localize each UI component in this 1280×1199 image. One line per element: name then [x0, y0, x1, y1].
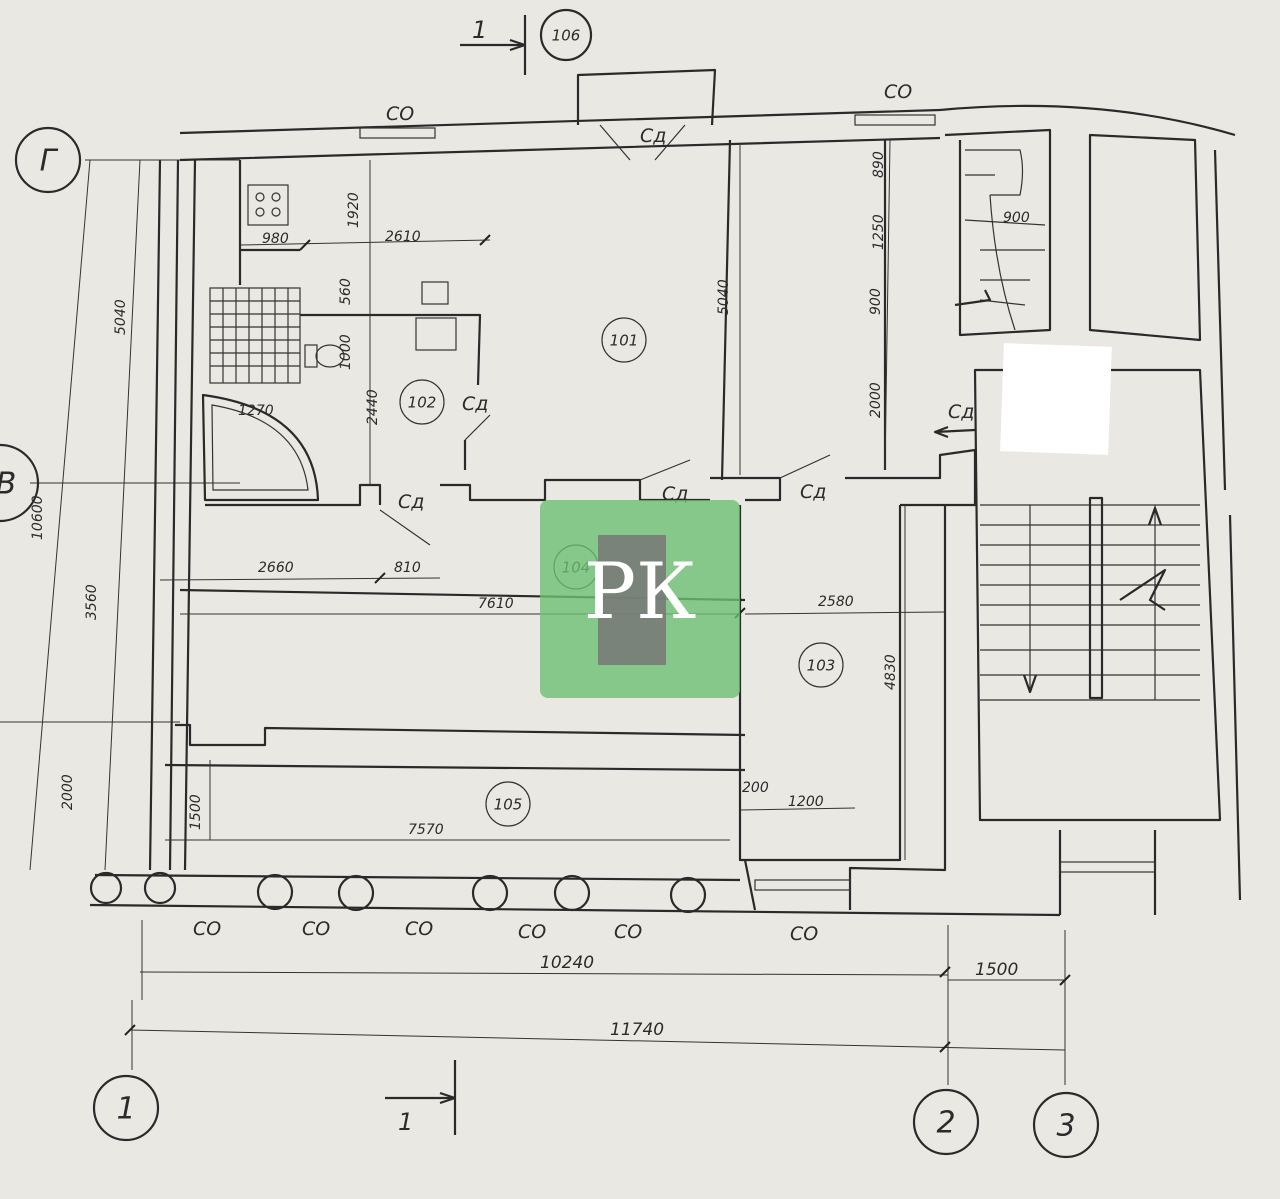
bathtub-icon [201, 393, 320, 502]
dim-2440: 2440 [365, 389, 381, 425]
dim-1200: 1200 [788, 794, 824, 810]
door-label: Сд [398, 491, 424, 513]
dim-900-a: 900 [868, 288, 884, 315]
fixtures [89, 68, 1200, 914]
dim-560: 560 [338, 278, 354, 305]
toilet-icon [304, 344, 345, 368]
window-label: СО [884, 81, 912, 103]
dim-11740: 11740 [610, 1020, 664, 1040]
axis-label-g: Г [40, 144, 59, 179]
axis-label-3: 3 [1056, 1109, 1075, 1144]
dim-1500-right: 1500 [975, 960, 1018, 980]
redaction-square [1000, 343, 1112, 455]
spiral-stair-icon [954, 149, 1046, 331]
dim-810: 810 [394, 560, 421, 576]
dimension-labels: 980 1920 2610 560 1000 2440 1270 5040 50… [30, 151, 1030, 1040]
axis-label-2: 2 [936, 1106, 955, 1141]
window-label: СО [386, 103, 414, 125]
door-label: Сд [662, 483, 688, 505]
dim-7610: 7610 [478, 596, 514, 612]
dim-7570: 7570 [408, 822, 444, 838]
dim-1920: 1920 [346, 192, 362, 228]
staircase-icon [980, 496, 1200, 701]
dim-4830: 4830 [883, 654, 899, 690]
window-label: СО [518, 921, 546, 943]
axis-label-v: В [0, 467, 16, 502]
sink-icon [415, 281, 457, 351]
shower-tile-icon [209, 287, 301, 384]
dim-980: 980 [262, 231, 289, 247]
stove-icon [247, 184, 289, 226]
window-label: СО [790, 923, 818, 945]
dim-900-b: 900 [1003, 210, 1030, 226]
watermark-logo: РК [540, 500, 740, 698]
room-label-106: 106 [552, 27, 581, 45]
room-label-105: 105 [494, 796, 523, 814]
door-swings [379, 124, 976, 546]
dim-5040-mid: 5040 [716, 279, 732, 315]
dim-1270: 1270 [238, 403, 274, 419]
dim-2580: 2580 [818, 594, 854, 610]
window-label: СО [614, 921, 642, 943]
axis-label-1: 1 [116, 1092, 135, 1127]
door-label: Сд [462, 393, 488, 415]
watermark-text: РК [584, 547, 697, 637]
door-labels: Сд Сд Сд Сд Сд Сд [398, 125, 974, 513]
axis-bubbles [0, 8, 1100, 1159]
door-label: Сд [948, 401, 974, 423]
dim-2000-a: 2000 [868, 382, 884, 418]
dim-10240: 10240 [540, 953, 594, 973]
dim-2000-b: 2000 [60, 774, 76, 810]
room-label-101: 101 [610, 332, 639, 350]
room-label-103: 103 [807, 657, 836, 675]
columns-icon [89, 871, 707, 914]
door-label: Сд [800, 481, 826, 503]
window-labels: СО СО СО СО СО СО СО СО [193, 81, 912, 945]
dim-2660: 2660 [258, 560, 294, 576]
window-label: СО [405, 918, 433, 940]
dim-200: 200 [742, 780, 769, 796]
section-label-top: 1 [472, 16, 487, 44]
dim-5040-left: 5040 [113, 299, 129, 335]
dim-3560: 3560 [84, 584, 100, 620]
dim-890: 890 [871, 151, 887, 178]
section-marks [385, 15, 527, 1135]
dim-1250: 1250 [871, 214, 887, 250]
window-label: СО [302, 918, 330, 940]
dimension-lines [29, 139, 1071, 1053]
dim-1500-left: 1500 [188, 794, 204, 830]
dim-10600: 10600 [30, 495, 46, 540]
window-label: СО [193, 918, 221, 940]
door-label: Сд [640, 125, 666, 147]
dim-1000: 1000 [338, 334, 354, 370]
window-marks [359, 114, 1156, 891]
balcony-outline [576, 68, 717, 126]
room-label-102: 102 [408, 394, 437, 412]
dim-2610: 2610 [385, 229, 421, 245]
section-label-bottom: 1 [398, 1108, 413, 1136]
